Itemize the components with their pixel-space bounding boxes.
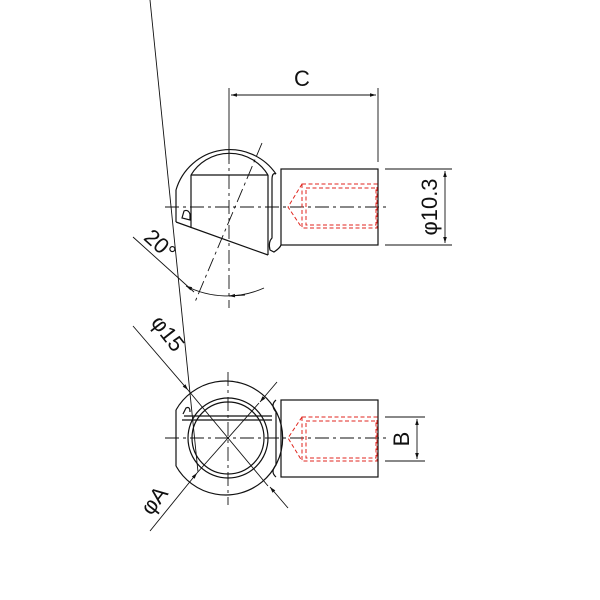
ball-ring-outer [187, 397, 269, 479]
angle-arrow [228, 293, 246, 298]
neck [272, 399, 277, 478]
socket-cut-edge [175, 221, 269, 256]
socket-outer-arc [175, 149, 277, 191]
leader-phiA [196, 402, 260, 474]
angle-arc [185, 285, 265, 297]
leader-phi15 [132, 325, 189, 391]
hidden-thread-outer [301, 183, 378, 229]
hidden-drill-tip [287, 183, 303, 229]
hidden-drill-tip [287, 416, 303, 462]
leader-phiA [149, 0, 199, 473]
leader-phi15 [269, 486, 289, 509]
leader-phiA [259, 381, 278, 403]
barrel [280, 168, 379, 246]
hidden-thread-inner [305, 420, 377, 459]
ball-ring-inner [191, 401, 265, 475]
neck [268, 173, 282, 253]
retaining-clip [182, 406, 191, 415]
angle-extension-line [132, 236, 195, 293]
leader-phiA [149, 472, 198, 532]
dim-label-b: B [389, 432, 414, 447]
tilted-centerline [194, 142, 263, 303]
hidden-thread-inner [305, 187, 377, 226]
hidden-thread-outer [301, 416, 378, 462]
socket-outer-circle [175, 380, 284, 496]
dim-label-phiA: φA [135, 481, 173, 519]
bottom-view: φ15 φA B [132, 0, 425, 532]
socket-inner-arc [190, 152, 269, 176]
barrel [280, 399, 379, 478]
dim-label-c: C [294, 66, 310, 91]
dim-label-diameter-10-3: φ10.3 [417, 178, 442, 235]
top-view: C φ10.3 20° [132, 66, 452, 308]
retaining-clip [181, 209, 191, 221]
